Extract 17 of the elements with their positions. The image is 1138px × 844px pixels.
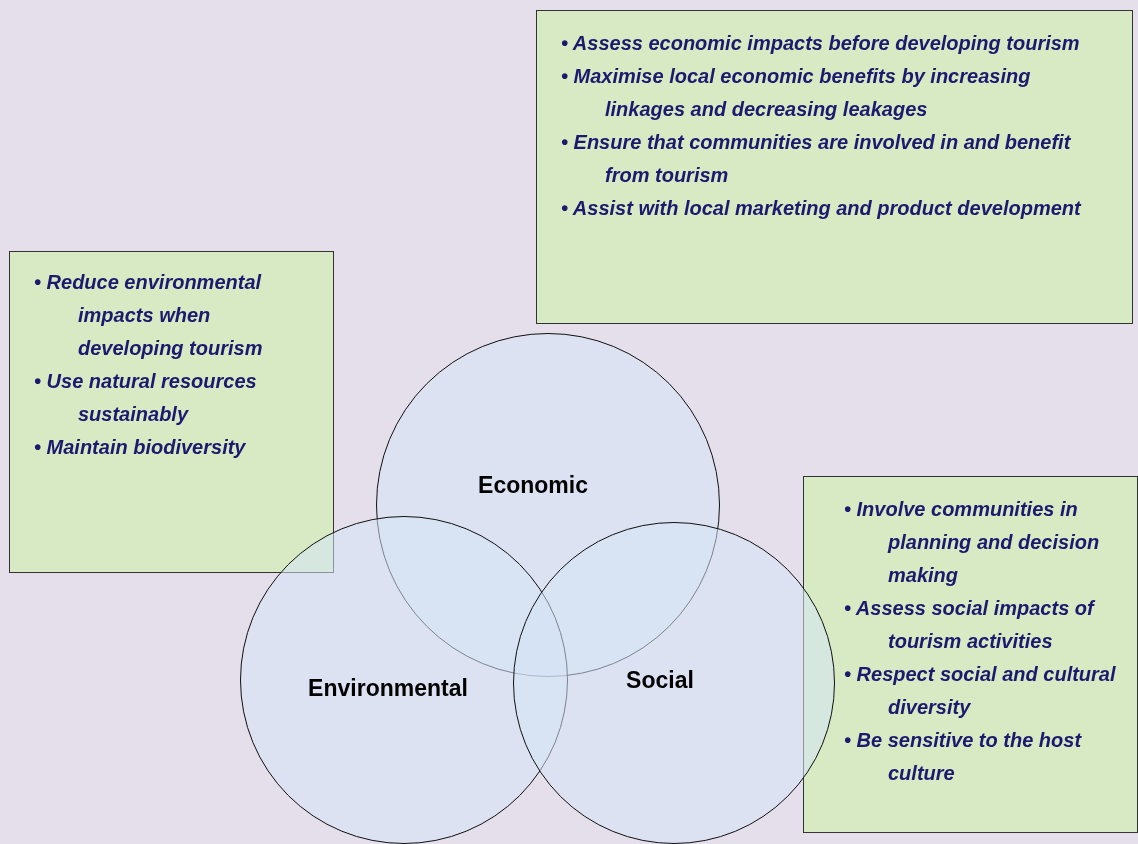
bullet-item: • Assess social impacts of tourism activities [844, 596, 1097, 654]
bullet-item: • Use natural resources sustainably [34, 369, 258, 427]
bullet-item: • Maximise local economic benefits by increasing linkages and decreasing leakages [561, 64, 1032, 122]
text-card [9, 251, 334, 573]
bullet-item: • Assess economic impacts before developing tourism [561, 31, 1081, 56]
bullet-item: • Reduce environmental impacts when developing tourism [34, 270, 264, 361]
bullet-item: • Assist with local marketing and product development [561, 196, 1083, 221]
bullet-item: • Involve communities in planning and decision making [844, 497, 1101, 588]
text-card [803, 476, 1138, 833]
bullet-item: • Respect social and cultural diversity [844, 662, 1117, 720]
circle-label: Economic [478, 471, 588, 499]
bullet-item: • Be sensitive to the host culture [844, 728, 1083, 786]
text-card [536, 10, 1133, 324]
bullet-item: • Maintain biodiversity [34, 435, 247, 460]
circle-label: Environmental [308, 674, 468, 702]
bullet-item: • Ensure that communities are involved in and benefit from tourism [561, 130, 1072, 188]
circle-label: Social [626, 666, 694, 694]
